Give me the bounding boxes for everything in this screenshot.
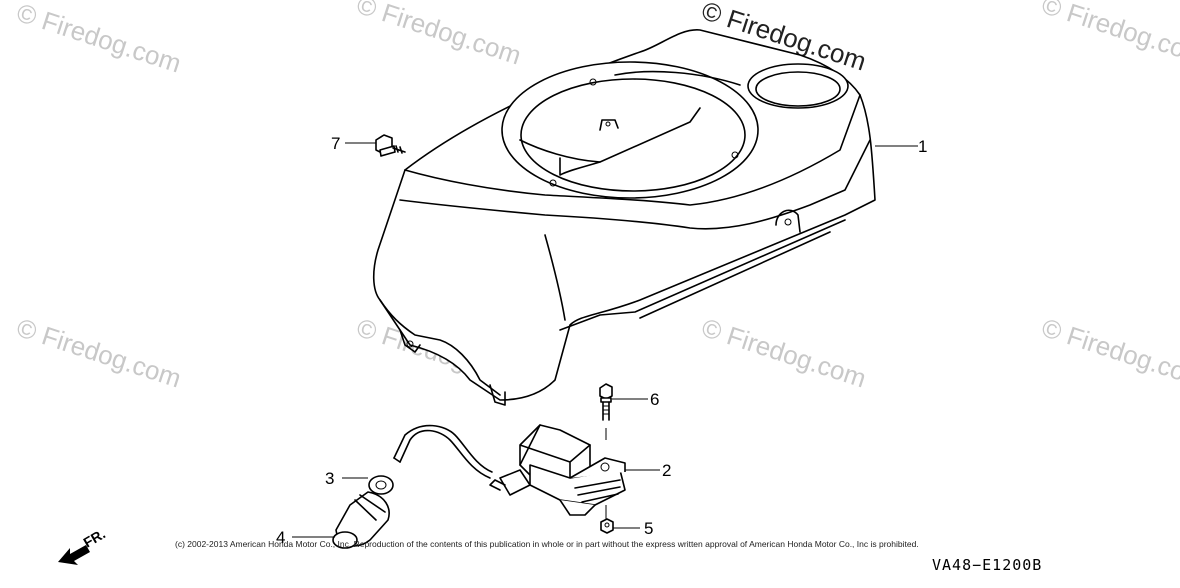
callout-5: 5: [644, 519, 653, 538]
watermark: © Firedog.com: [13, 312, 185, 393]
callout-6: 6: [650, 390, 659, 409]
flange-bolt-part: [375, 134, 406, 157]
callout-1: 1: [918, 137, 927, 156]
copyright-notice: (c) 2002-2013 American Honda Motor Co., …: [175, 539, 919, 549]
diagram-code: VA48−E1200B: [932, 556, 1043, 574]
callouts: 1 2 3 4 5 6 7: [276, 134, 927, 547]
callout-4: 4: [276, 528, 285, 547]
callout-2: 2: [662, 461, 671, 480]
watermark: © Firedog.com: [698, 312, 870, 393]
washer-part: [368, 475, 394, 495]
watermark: © Firedog.com: [353, 0, 525, 71]
watermark: © Firedog.com: [1038, 312, 1180, 393]
shroud-part: [372, 29, 876, 406]
watermark: © Firedog.com: [1038, 0, 1180, 71]
ignition-coil-part: [393, 424, 626, 516]
spark-plug-cap-part: [332, 491, 390, 549]
callout-3: 3: [325, 469, 334, 488]
front-direction-arrow: FR.: [58, 525, 108, 565]
callout-7: 7: [331, 134, 340, 153]
watermark: © Firedog.com: [13, 0, 185, 79]
bolt-part: [599, 383, 613, 421]
nut-part: [600, 518, 614, 534]
leader-lines: [292, 142, 918, 538]
